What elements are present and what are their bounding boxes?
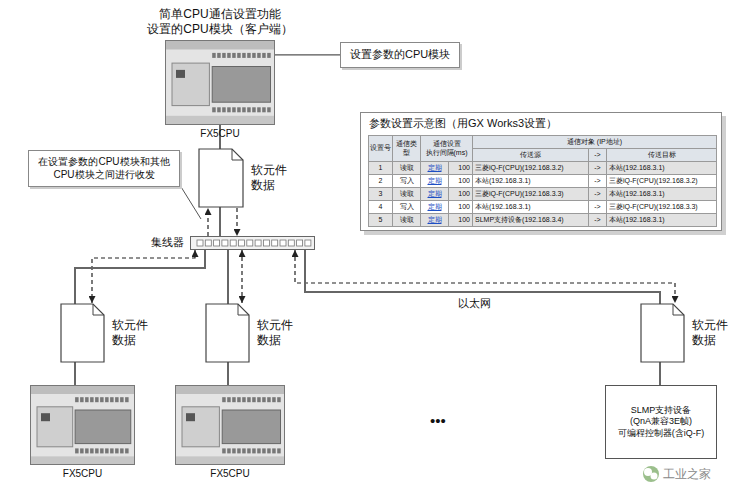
data-transfer-arrow [236, 208, 237, 236]
node-label: 软元件 数据 [251, 163, 291, 193]
table-cell: 100 [448, 200, 473, 214]
table-cell: 本站(192.168.3.1) [472, 200, 589, 214]
table-cell: 100 [448, 174, 473, 188]
table-cell: 写入 [392, 200, 421, 214]
network-hub: 集线器 [190, 236, 315, 250]
callout-leader [275, 54, 340, 55]
table-cell: 4 [368, 200, 393, 214]
node-label: FX5CPU [63, 468, 102, 481]
continuation-dots: ••• [430, 412, 446, 429]
device-data-document: 软元件 数据 [640, 303, 685, 363]
plc-module: 简单CPU通信设置功能 设置的CPU模块（客户端）FX5CPU [165, 40, 275, 125]
plc-module: FX5CPU [30, 385, 135, 465]
table-header: -> [588, 148, 607, 162]
table-header: 传送源 [472, 148, 589, 162]
table-cell: 2 [368, 174, 393, 188]
data-transfer-arrow [207, 208, 208, 236]
table-cell: 读取 [392, 161, 421, 175]
table-header: 通信设置 执行间隔(ms) [420, 135, 473, 162]
node-label: 简单CPU通信设置功能 设置的CPU模块（客户端） [140, 7, 300, 37]
table-cell: 三菱iQ-F(CPU)(192.168.3.2) [472, 161, 589, 175]
node-label: FX5CPU [200, 128, 239, 141]
table-cell: 三菱iQ-F(CPU)(192.168.3.3) [472, 187, 589, 201]
watermark: 工业之家 [663, 466, 711, 483]
callout-leader [178, 182, 201, 219]
wechat-icon-bubble [651, 473, 658, 480]
table-cell: 三菱iQ-F(CPU)(192.168.3.3) [606, 200, 717, 214]
document-icon [205, 303, 250, 363]
table-cell: SLMP支持设备(192.168.3.4) [472, 213, 589, 227]
plc-illustration [31, 386, 134, 464]
table-cell: 本站(192.168.3.1) [606, 213, 717, 227]
table-cell: 定期 [420, 200, 449, 214]
plc-illustration [166, 41, 274, 124]
node-label: SLMP支持设备 (QnA兼容3E帧) 可编程控制器(含iQ-F) [611, 405, 711, 439]
table-header: 传送目标 [606, 148, 717, 162]
table-cell: 100 [448, 161, 473, 175]
table-cell: 3 [368, 187, 393, 201]
document-icon [640, 303, 685, 363]
device-data-document: 软元件 数据 [60, 303, 105, 363]
plc-illustration [176, 386, 284, 464]
table-cell: 5 [368, 213, 393, 227]
table-header: 通信对象 (IP地址) [472, 135, 717, 149]
table-cell: -> [588, 174, 607, 188]
data-transfer-arrow [92, 250, 195, 303]
table-cell: 读取 [392, 213, 421, 227]
document-icon [198, 148, 244, 208]
table-cell: -> [588, 200, 607, 214]
slmp-device-box: SLMP支持设备 (QnA兼容3E帧) 可编程控制器(含iQ-F) [605, 385, 717, 459]
callout-box: 设置参数的CPU模块 [340, 42, 460, 68]
table-header: 通信类型 [392, 135, 421, 162]
document-icon [60, 303, 105, 363]
table-cell: 本站(192.168.3.1) [472, 174, 589, 188]
table-cell: 1 [368, 161, 393, 175]
node-label: 设置参数的CPU模块 [350, 48, 450, 62]
hub-ports [191, 237, 314, 249]
table-cell: 定期 [420, 161, 449, 175]
data-transfer-arrow [241, 250, 242, 303]
parameter-table: 设置号通信类型通信设置 执行间隔(ms)通信对象 (IP地址)传送源->传送目标… [368, 135, 716, 226]
wechat-icon [643, 466, 659, 482]
table-cell: 定期 [420, 213, 449, 227]
table-cell: 定期 [420, 174, 449, 188]
device-data-document: 软元件 数据 [205, 303, 250, 363]
node-label: 软元件 数据 [692, 318, 732, 348]
table-cell: 100 [448, 213, 473, 227]
device-data-document: 软元件 数据 [198, 148, 244, 208]
ethernet-cable [305, 250, 660, 385]
callout-box: 在设置参数的CPU模块和其他 CPU模块之间进行收发 [28, 150, 180, 187]
panel-title: 参数设置示意图（用GX Works3设置） [369, 117, 557, 131]
node-label: FX5CPU [210, 468, 249, 481]
node-label: 软元件 数据 [112, 318, 152, 348]
table-cell: 本站(192.168.3.1) [606, 161, 717, 175]
table-cell: 100 [448, 187, 473, 201]
table-header: 设置号 [368, 135, 393, 162]
table-cell: -> [588, 187, 607, 201]
table-cell: -> [588, 161, 607, 175]
network-label: 以太网 [458, 296, 491, 311]
table-cell: 三菱iQ-F(CPU)(192.168.3.2) [606, 174, 717, 188]
node-label: 集线器 [151, 236, 184, 250]
node-label: 软元件 数据 [257, 318, 297, 348]
table-cell: 定期 [420, 187, 449, 201]
table-cell: -> [588, 213, 607, 227]
plc-module: FX5CPU [175, 385, 285, 465]
parameter-panel: 参数设置示意图（用GX Works3设置） 设置号通信类型通信设置 执行间隔(ms… [360, 112, 722, 231]
table-cell: 读取 [392, 187, 421, 201]
table-cell: 写入 [392, 174, 421, 188]
node-label: 在设置参数的CPU模块和其他 CPU模块之间进行收发 [38, 156, 170, 181]
table-cell: 本站(192.168.3.1) [606, 187, 717, 201]
